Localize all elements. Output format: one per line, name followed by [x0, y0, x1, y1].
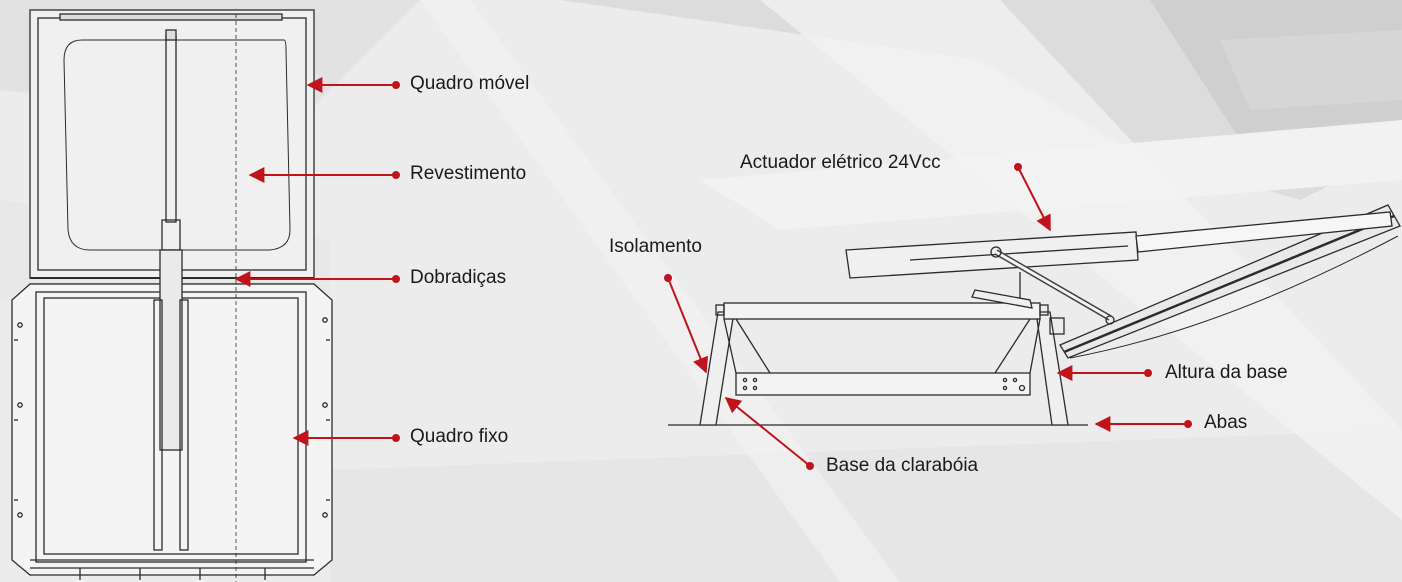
label-revestimento: Revestimento — [410, 163, 527, 184]
label-quadro-fixo: Quadro fixo — [410, 426, 509, 447]
movable-frame — [29, 9, 315, 279]
arrow-actuador — [1017, 166, 1051, 232]
label-base-claraboia: Base da clarabóia — [826, 455, 979, 476]
label-quadro-movel: Quadro móvel — [410, 73, 530, 94]
actuator-side — [845, 211, 1393, 325]
label-altura-base: Altura da base — [1165, 362, 1288, 383]
actuator-front — [153, 29, 189, 551]
side-view-drawing — [668, 204, 1401, 426]
opened-lid — [1059, 204, 1401, 359]
label-isolamento: Isolamento — [609, 236, 702, 257]
label-dobradicas: Dobradiças — [410, 267, 507, 288]
front-view-drawing — [11, 9, 333, 582]
label-abas: Abas — [1204, 412, 1248, 433]
skylight-base — [699, 302, 1069, 426]
label-actuador: Actuador elétrico 24Vcc — [740, 152, 941, 173]
arrow-base-claraboia — [724, 396, 811, 467]
callouts — [234, 77, 1192, 470]
arrow-isolamento — [667, 277, 709, 374]
